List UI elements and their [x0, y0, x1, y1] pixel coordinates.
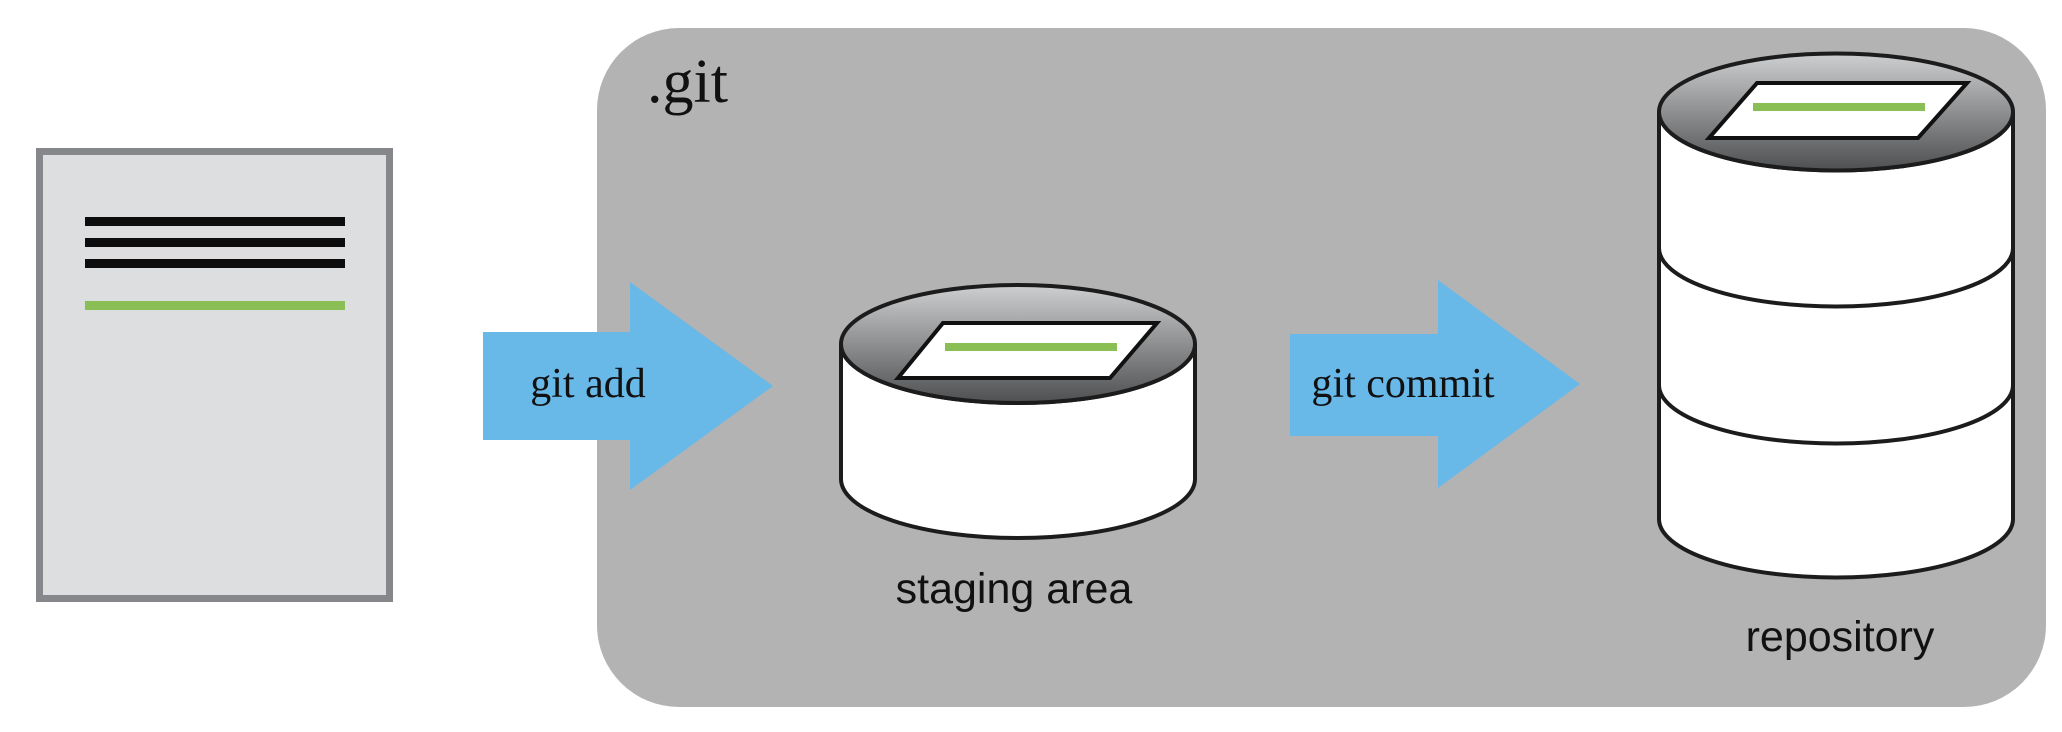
- repository-segment-divider: [1657, 384, 2015, 446]
- document-changed-line: [85, 301, 345, 310]
- repository-cylinder-body: [1657, 111, 2015, 580]
- git-add-label: git add: [530, 361, 645, 407]
- working-file-icon: [36, 148, 393, 602]
- document-text-line: [85, 259, 345, 268]
- repository-segment-divider: [1657, 247, 2015, 309]
- document-text-line: [85, 238, 345, 247]
- repository-icon: repository: [1657, 51, 2015, 661]
- repository-label: repository: [1746, 613, 1935, 661]
- git-add-arrow: git add: [483, 282, 773, 490]
- right-arrow-icon: [1290, 280, 1580, 488]
- git-directory-label: .git: [647, 48, 728, 116]
- document-text-line: [85, 217, 345, 226]
- git-commit-label: git commit: [1311, 361, 1494, 407]
- staging-area-icon: staging area: [839, 283, 1197, 613]
- staging-area-label: staging area: [896, 565, 1133, 613]
- right-arrow-icon: [483, 282, 773, 490]
- git-commit-arrow: git commit: [1290, 280, 1580, 488]
